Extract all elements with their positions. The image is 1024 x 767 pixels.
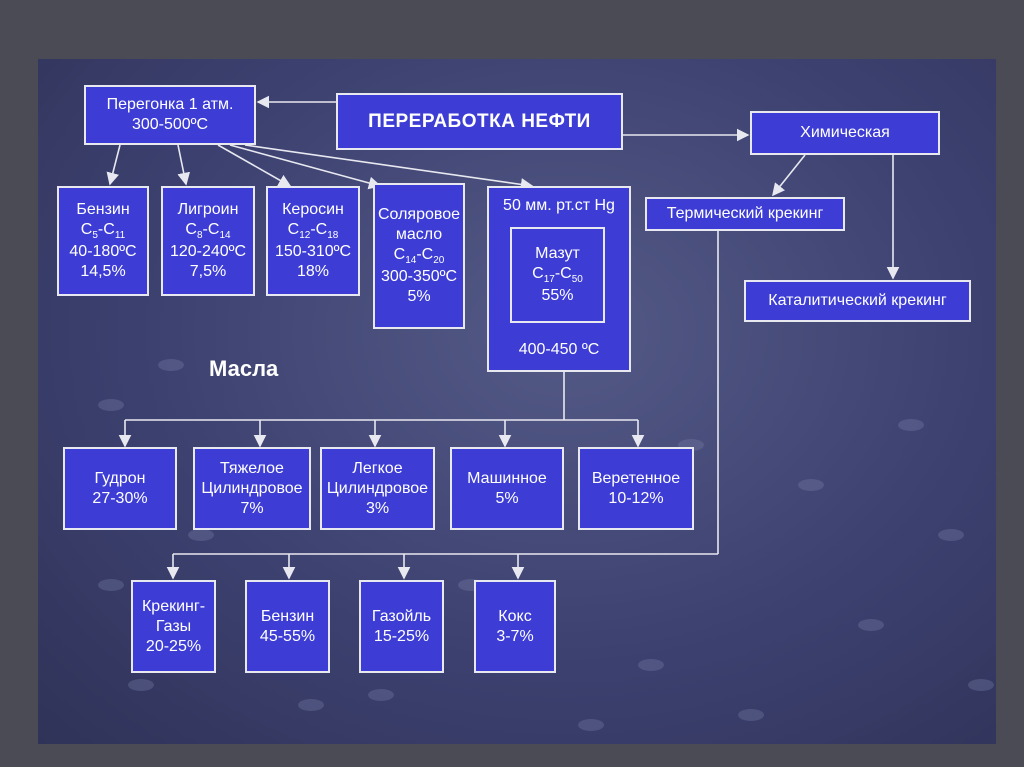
fraction-ligroin-name: Лигроин: [177, 200, 239, 218]
product-gasoil-pct: 15-25%: [373, 627, 430, 645]
oil-heavy-cylinder-box: Тяжелое Цилиндровое 7%: [193, 447, 311, 530]
background-dot: [968, 679, 994, 691]
oil-machine-name: Машинное: [467, 469, 547, 487]
fraction-benzin-pct: 14,5%: [80, 263, 126, 281]
product-benzin-box: Бензин 45-55%: [245, 580, 330, 673]
fraction-kerosin-pct: 18%: [296, 263, 330, 281]
catalytic-cracking-box: Каталитический крекинг: [744, 280, 971, 322]
oil-spindle-box: Веретенное 10-12%: [578, 447, 694, 530]
product-cracking-gases-name1: Крекинг-: [141, 597, 206, 615]
main-title: ПЕРЕРАБОТКА НЕФТИ: [368, 110, 591, 132]
product-gasoil-box: Газойль 15-25%: [359, 580, 444, 673]
product-coke-box: Кокс 3-7%: [474, 580, 556, 673]
oil-light-cylinder-name2: Цилиндровое: [326, 479, 429, 497]
background-dot: [858, 619, 884, 631]
background-dot: [578, 719, 604, 731]
mazut-box: Мазут C17-C50 55%: [510, 227, 605, 323]
oil-spindle-name: Веретенное: [591, 469, 681, 487]
product-benzin-pct: 45-55%: [259, 627, 316, 645]
oil-heavy-cylinder-name2: Цилиндровое: [201, 479, 303, 497]
background-dot: [158, 359, 184, 371]
product-coke-name: Кокс: [498, 607, 532, 625]
background-dot: [128, 679, 154, 691]
fraction-ligroin-pct: 7,5%: [189, 263, 227, 281]
background-dot: [368, 689, 394, 701]
mazut-pct: 55%: [541, 287, 574, 305]
fraction-solar-oil-name2: масло: [395, 225, 443, 243]
fraction-kerosin-box: Керосин C12-C18 150-310ºC 18%: [266, 186, 360, 296]
oil-heavy-cylinder-name1: Тяжелое: [220, 459, 284, 477]
fraction-solar-oil-name1: Соляровое: [377, 205, 460, 223]
oil-gudron-box: Гудрон 27-30%: [63, 447, 177, 530]
vacuum-distillation-temp: 400-450 ºC: [518, 341, 600, 358]
chemical-box: Химическая: [750, 111, 940, 155]
fraction-ligroin-box: Лигроин C8-C14 120-240ºC 7,5%: [161, 186, 255, 296]
background-dot: [188, 529, 214, 541]
product-coke-pct: 3-7%: [496, 627, 534, 645]
fraction-solar-oil-box: Соляровое масло C14-C20 300-350ºC 5%: [373, 183, 465, 329]
background-dot: [738, 709, 764, 721]
oil-spindle-pct: 10-12%: [608, 489, 664, 507]
distillation-temp: 300-500ºC: [131, 116, 209, 133]
fraction-solar-oil-pct: 5%: [407, 288, 431, 306]
fraction-benzin-box: Бензин C5-C11 40-180ºC 14,5%: [57, 186, 149, 296]
oil-light-cylinder-box: Легкое Цилиндровое 3%: [320, 447, 435, 530]
chemical-label: Химическая: [800, 124, 890, 141]
product-cracking-gases-name2: Газы: [155, 617, 192, 635]
thermal-cracking-box: Термический крекинг: [645, 197, 845, 231]
oil-light-cylinder-name1: Легкое: [352, 459, 403, 477]
oil-light-cylinder-pct: 3%: [365, 499, 390, 517]
distillation-box: Перегонка 1 атм. 300-500ºC: [84, 85, 256, 145]
oil-machine-pct: 5%: [495, 489, 519, 507]
oil-gudron-name: Гудрон: [94, 469, 146, 487]
main-title-box: ПЕРЕРАБОТКА НЕФТИ: [336, 93, 623, 150]
oil-heavy-cylinder-pct: 7%: [240, 499, 264, 517]
oil-gudron-pct: 27-30%: [92, 489, 148, 507]
oil-machine-box: Машинное 5%: [450, 447, 564, 530]
background-dot: [798, 479, 824, 491]
product-gasoil-name: Газойль: [371, 607, 432, 625]
fraction-benzin-name: Бензин: [76, 200, 130, 218]
mazut-formula: C17-C50: [532, 264, 583, 285]
background-dot: [298, 699, 324, 711]
product-benzin-name: Бензин: [260, 607, 315, 625]
catalytic-cracking-label: Каталитический крекинг: [768, 292, 947, 309]
background-dot: [898, 419, 924, 431]
thermal-cracking-label: Термический крекинг: [666, 205, 824, 222]
fraction-kerosin-formula: C12-C18: [287, 220, 339, 241]
fraction-kerosin-name: Керосин: [282, 200, 344, 218]
vacuum-distillation-header: 50 мм. рт.ст Hg: [503, 197, 615, 214]
fraction-solar-oil-temp: 300-350ºC: [380, 268, 458, 286]
fraction-ligroin-formula: C8-C14: [185, 220, 231, 241]
fraction-solar-oil-formula: C14-C20: [393, 245, 445, 266]
fraction-ligroin-temp: 120-240ºC: [169, 243, 247, 261]
product-cracking-gases-box: Крекинг- Газы 20-25%: [131, 580, 216, 673]
background-dot: [638, 659, 664, 671]
fraction-benzin-formula: C5-C11: [80, 220, 126, 241]
background-dot: [98, 579, 124, 591]
distillation-label: Перегонка 1 атм.: [106, 96, 234, 113]
oils-label: Масла: [209, 356, 279, 381]
fraction-kerosin-temp: 150-310ºC: [274, 243, 352, 261]
product-cracking-gases-pct: 20-25%: [145, 637, 202, 655]
mazut-name: Мазут: [535, 244, 580, 262]
background-dot: [98, 399, 124, 411]
fraction-benzin-temp: 40-180ºC: [69, 243, 137, 261]
background-dot: [938, 529, 964, 541]
